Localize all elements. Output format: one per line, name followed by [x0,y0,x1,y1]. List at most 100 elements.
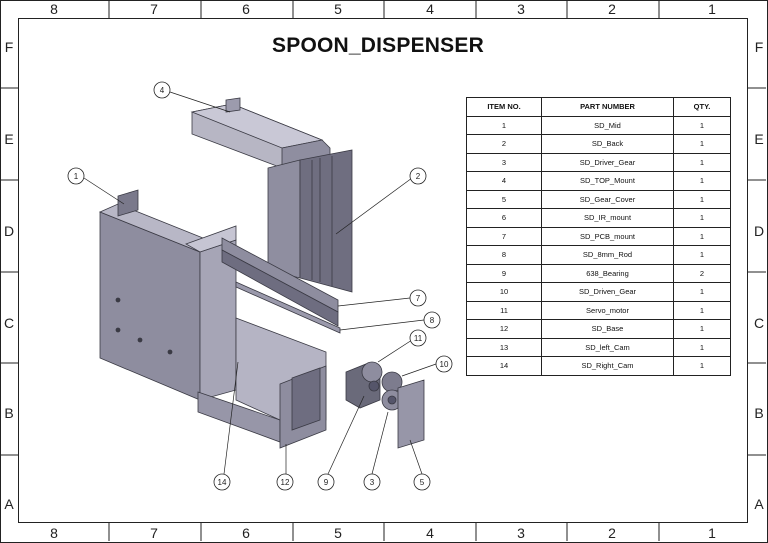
zone-column-label: 6 [242,525,250,541]
bom-header-row: ITEM NO. PART NUMBER QTY. [466,97,731,117]
zone-column-label: 7 [150,525,158,541]
part-rod [235,281,341,334]
part-top-mount [190,97,331,183]
balloon: 5 [413,473,431,491]
bom-cell-item-no: 13 [466,337,542,357]
bom-cell-qty: 1 [673,171,731,191]
bom-cell-qty: 1 [673,134,731,154]
zone-column-label: 3 [517,1,525,17]
zone-row-label: F [754,39,764,55]
zone-column-label: 4 [426,525,434,541]
bom-cell-item-no: 14 [466,356,542,376]
zone-column-label: 8 [50,1,58,17]
balloon: 10 [435,355,453,373]
zone-column-label: 3 [517,525,525,541]
bom-cell-item-no: 5 [466,189,542,209]
bom-cell-qty: 2 [673,263,731,283]
bom-cell-qty: 1 [673,115,731,135]
bom-cell-item-no: 2 [466,134,542,154]
part-back [267,149,353,293]
bom-cell-part-number: Servo_motor [541,300,674,320]
svg-text:9: 9 [324,478,329,487]
bom-cell-item-no: 7 [466,226,542,246]
zone-row-label: D [753,223,765,239]
part-base [197,317,327,449]
balloon: 11 [409,329,427,347]
zone-row-label: F [4,39,14,55]
zone-column-label: 2 [608,1,616,17]
svg-text:2: 2 [416,172,421,181]
balloon: 14 [213,473,231,491]
bom-cell-qty: 1 [673,152,731,172]
bom-cell-part-number: SD_8mm_Rod [541,245,674,265]
bom-cell-item-no: 10 [466,282,542,302]
balloon: 4 [153,81,171,99]
zone-column-label: 6 [242,1,250,17]
balloon: 8 [423,311,441,329]
zone-column-label: 1 [708,1,716,17]
bom-cell-part-number: SD_Driven_Gear [541,282,674,302]
zone-column-label: 4 [426,1,434,17]
bom-cell-qty: 1 [673,226,731,246]
zone-row-label: E [754,131,764,147]
bom-cell-part-number: SD_Base [541,319,674,339]
bom-cell-item-no: 4 [466,171,542,191]
bom-cell-qty: 1 [673,337,731,357]
svg-text:14: 14 [218,478,227,487]
svg-text:12: 12 [281,478,290,487]
part-pcb-mount [221,237,339,327]
svg-text:3: 3 [370,478,375,487]
bom-cell-part-number: SD_PCB_mount [541,226,674,246]
bom-cell-part-number: 638_Bearing [541,263,674,283]
svg-text:5: 5 [420,478,425,487]
bom-cell-item-no: 12 [466,319,542,339]
balloon: 12 [276,473,294,491]
bom-cell-qty: 1 [673,245,731,265]
bom-cell-qty: 1 [673,300,731,320]
drawing-title: SPOON_DISPENSER [272,34,484,57]
svg-text:11: 11 [414,334,423,343]
bom-cell-qty: 1 [673,356,731,376]
bom-cell-item-no: 6 [466,208,542,228]
balloon: 7 [409,289,427,307]
zone-row-label: A [754,496,764,512]
bom-header-item-no: ITEM NO. [466,97,542,117]
bom-header-qty: QTY. [673,97,731,117]
svg-text:10: 10 [440,360,449,369]
bom-cell-part-number: SD_left_Cam [541,337,674,357]
svg-text:7: 7 [416,294,421,303]
zone-column-label: 5 [334,1,342,17]
zone-row-label: D [3,223,15,239]
part-servo-motor [345,361,383,409]
bom-cell-part-number: SD_Mid [541,115,674,135]
zone-row-label: B [4,405,14,421]
bom-cell-part-number: SD_IR_mount [541,208,674,228]
bom-cell-qty: 1 [673,319,731,339]
zone-column-label: 5 [334,525,342,541]
bom-cell-qty: 1 [673,189,731,209]
zone-column-label: 8 [50,525,58,541]
zone-column-label: 7 [150,1,158,17]
bom-cell-part-number: SD_Right_Cam [541,356,674,376]
balloon: 1 [67,167,85,185]
svg-text:4: 4 [160,86,165,95]
part-gear-cover [397,379,425,449]
bom-cell-item-no: 8 [466,245,542,265]
bom-cell-part-number: SD_TOP_Mount [541,171,674,191]
bom-cell-part-number: SD_Driver_Gear [541,152,674,172]
bom-cell-item-no: 11 [466,300,542,320]
bom-cell-part-number: SD_Back [541,134,674,154]
